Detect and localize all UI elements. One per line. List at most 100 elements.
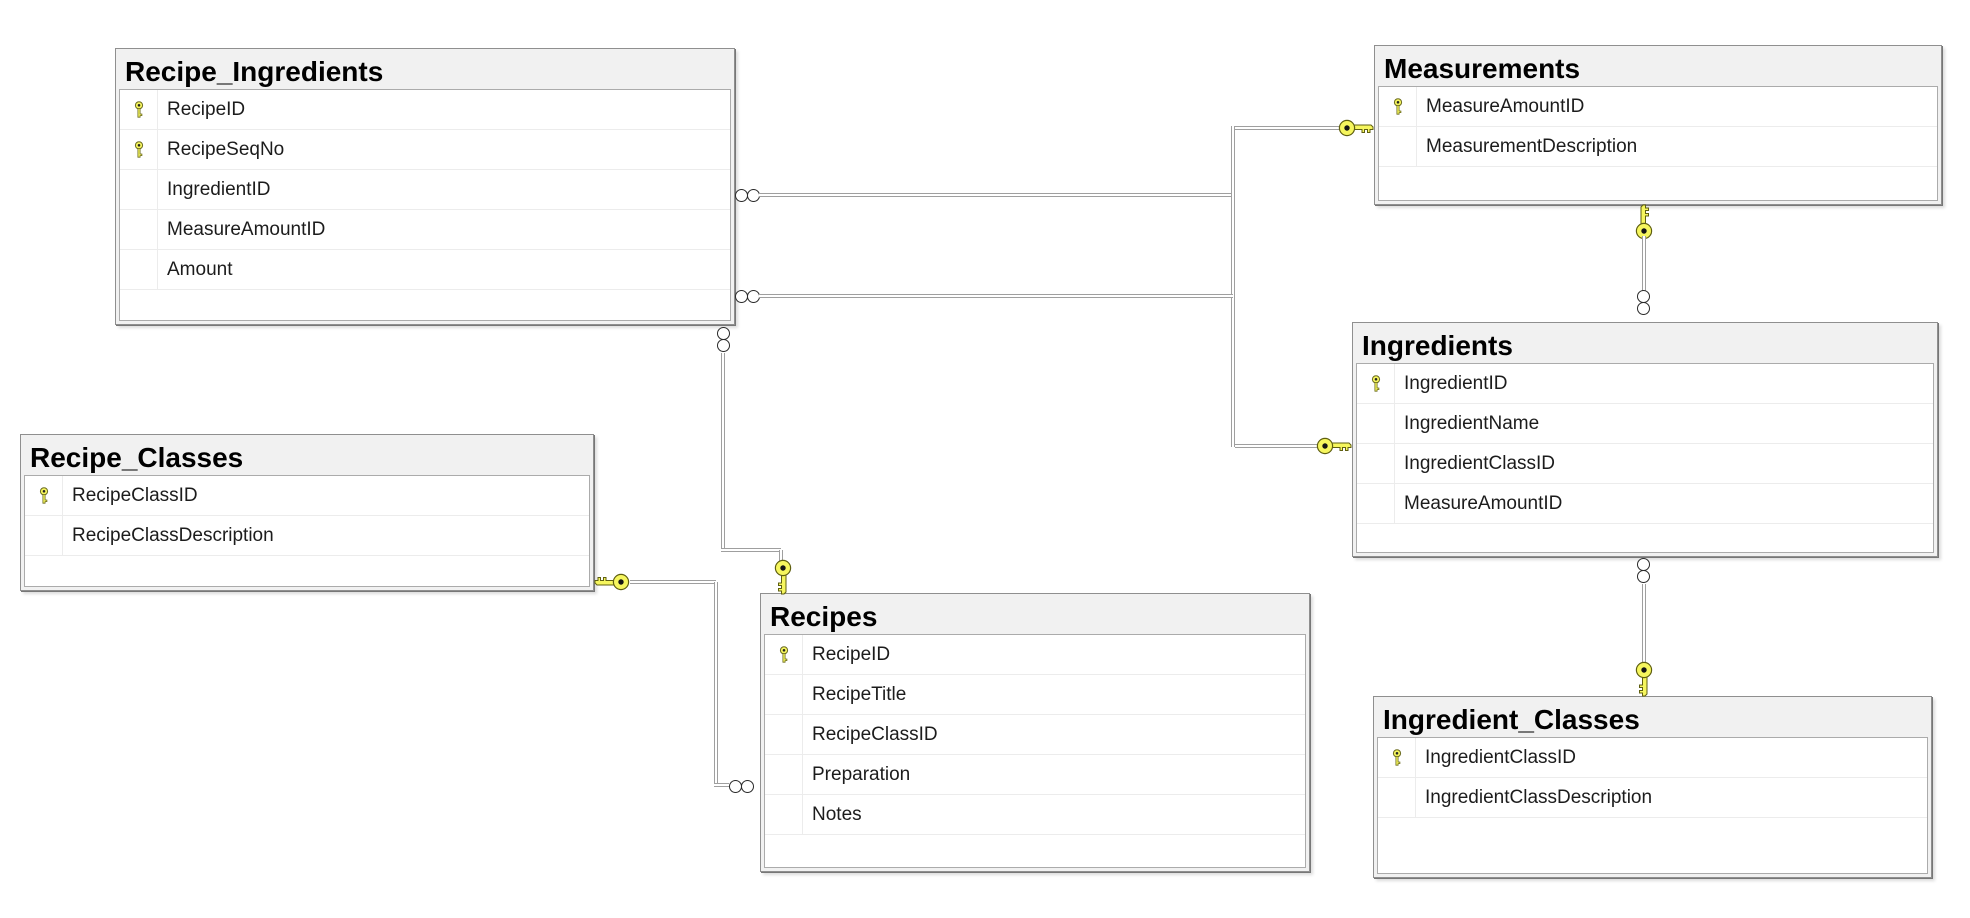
icon-cell-empty xyxy=(120,250,158,289)
column-name: Notes xyxy=(812,803,862,825)
connector-segment xyxy=(1235,126,1340,130)
table-ingredient-classes-header[interactable]: Ingredient_Classes xyxy=(1383,704,1640,735)
connector-segment xyxy=(721,353,725,550)
many-end-icon xyxy=(735,189,760,202)
column-row[interactable]: MeasureAmountID xyxy=(1379,87,1937,127)
key-one-end-icon xyxy=(774,559,792,595)
primary-key-icon xyxy=(1378,738,1416,777)
many-end-icon xyxy=(1637,290,1650,315)
column-name: IngredientID xyxy=(1404,372,1508,394)
column-row[interactable]: IngredientID xyxy=(120,170,730,210)
column-row[interactable]: RecipeID xyxy=(120,90,730,130)
column-name: RecipeID xyxy=(167,98,246,120)
icon-cell-empty xyxy=(1357,444,1395,483)
column-name: MeasurementDescription xyxy=(1426,135,1638,157)
column-row[interactable]: IngredientID xyxy=(1357,364,1933,404)
column-row[interactable]: Amount xyxy=(120,250,730,290)
column-row[interactable]: IngredientClassDescription xyxy=(1378,778,1927,818)
icon-cell-empty xyxy=(1357,484,1395,523)
key-one-end-icon xyxy=(1635,204,1653,240)
table-recipes-body: RecipeID RecipeTitle RecipeClassID Prepa… xyxy=(764,634,1306,868)
table-measurements-body: MeasureAmountID MeasurementDescription xyxy=(1378,86,1938,201)
primary-key-icon xyxy=(25,476,63,515)
connector-segment xyxy=(721,548,781,552)
table-recipe-classes-header[interactable]: Recipe_Classes xyxy=(30,442,244,473)
many-end-icon xyxy=(717,327,730,352)
table-ingredients-body: IngredientID IngredientName IngredientCl… xyxy=(1356,363,1934,553)
icon-cell-empty xyxy=(1378,778,1416,817)
connector-segment xyxy=(779,550,783,564)
column-row[interactable]: RecipeSeqNo xyxy=(120,130,730,170)
column-name: RecipeSeqNo xyxy=(167,138,285,160)
connector-segment xyxy=(630,580,716,584)
connector-segment xyxy=(1231,126,1235,447)
column-row[interactable]: MeasureAmountID xyxy=(1357,484,1933,524)
column-name: Preparation xyxy=(812,763,911,785)
column-row[interactable]: IngredientClassID xyxy=(1357,444,1933,484)
table-recipes-header[interactable]: Recipes xyxy=(770,601,878,632)
column-name: MeasureAmountID xyxy=(167,218,326,240)
column-row[interactable]: Notes xyxy=(765,795,1305,835)
table-ingredient-classes-body: IngredientClassID IngredientClassDescrip… xyxy=(1377,737,1928,874)
many-end-icon xyxy=(1637,558,1650,583)
column-row[interactable]: Preparation xyxy=(765,755,1305,795)
column-name: IngredientName xyxy=(1404,412,1540,434)
table-recipe-ingredients-body: RecipeID RecipeSeqNo IngredientID Measur… xyxy=(119,89,731,321)
table-ingredient-classes[interactable]: Ingredient_Classes IngredientClassID Ing… xyxy=(1373,696,1932,878)
many-end-icon xyxy=(729,780,754,793)
connector-segment xyxy=(759,294,1233,298)
table-recipe-ingredients[interactable]: Recipe_Ingredients RecipeID RecipeSeqNo … xyxy=(115,48,735,325)
table-ingredients-header[interactable]: Ingredients xyxy=(1362,330,1513,361)
primary-key-icon xyxy=(120,130,158,169)
column-row[interactable]: MeasurementDescription xyxy=(1379,127,1937,167)
key-one-end-icon xyxy=(1635,661,1653,697)
column-name: IngredientClassDescription xyxy=(1425,786,1653,808)
column-row[interactable]: RecipeTitle xyxy=(765,675,1305,715)
key-one-end-icon xyxy=(1316,437,1352,455)
table-measurements-header[interactable]: Measurements xyxy=(1384,53,1581,84)
table-ingredients[interactable]: Ingredients IngredientID IngredientName … xyxy=(1352,322,1938,557)
icon-cell-empty xyxy=(1357,404,1395,443)
column-row[interactable]: MeasureAmountID xyxy=(120,210,730,250)
table-recipes[interactable]: Recipes RecipeID RecipeTitle RecipeClass… xyxy=(760,593,1310,872)
icon-cell-empty xyxy=(25,516,63,555)
column-row[interactable]: RecipeClassID xyxy=(25,476,589,516)
table-recipe-classes[interactable]: Recipe_Classes RecipeClassID RecipeClass… xyxy=(20,434,594,591)
connector-segment xyxy=(1235,444,1318,448)
column-row[interactable]: RecipeID xyxy=(765,635,1305,675)
column-name: IngredientClassID xyxy=(1425,746,1577,768)
icon-cell-empty xyxy=(765,715,803,754)
column-name: IngredientID xyxy=(167,178,271,200)
column-name: RecipeClassDescription xyxy=(72,524,274,546)
column-row[interactable]: IngredientName xyxy=(1357,404,1933,444)
connector-segment xyxy=(714,783,729,787)
column-name: IngredientClassID xyxy=(1404,452,1556,474)
column-name: RecipeClassID xyxy=(72,484,198,506)
icon-cell-empty xyxy=(120,170,158,209)
icon-cell-empty xyxy=(765,755,803,794)
table-recipe-ingredients-header[interactable]: Recipe_Ingredients xyxy=(125,56,384,87)
connector-segment xyxy=(759,193,1233,197)
connector-segment xyxy=(1642,236,1646,292)
primary-key-icon xyxy=(120,90,158,129)
connector-segment xyxy=(1642,584,1646,664)
column-row[interactable]: IngredientClassID xyxy=(1378,738,1927,778)
column-name: Amount xyxy=(167,258,233,280)
primary-key-icon xyxy=(1379,87,1417,126)
icon-cell-empty xyxy=(765,795,803,834)
primary-key-icon xyxy=(765,635,803,674)
column-name: MeasureAmountID xyxy=(1426,95,1585,117)
connector-segment xyxy=(714,582,718,785)
table-measurements[interactable]: Measurements MeasureAmountID Measurement… xyxy=(1374,45,1942,205)
key-one-end-icon xyxy=(1338,119,1374,137)
column-row[interactable]: RecipeClassID xyxy=(765,715,1305,755)
column-name: RecipeTitle xyxy=(812,683,907,705)
icon-cell-empty xyxy=(765,675,803,714)
table-recipe-classes-body: RecipeClassID RecipeClassDescription xyxy=(24,475,590,587)
column-name: RecipeClassID xyxy=(812,723,938,745)
column-name: MeasureAmountID xyxy=(1404,492,1563,514)
many-end-icon xyxy=(735,290,760,303)
key-one-end-icon xyxy=(594,573,630,591)
column-row[interactable]: RecipeClassDescription xyxy=(25,516,589,556)
